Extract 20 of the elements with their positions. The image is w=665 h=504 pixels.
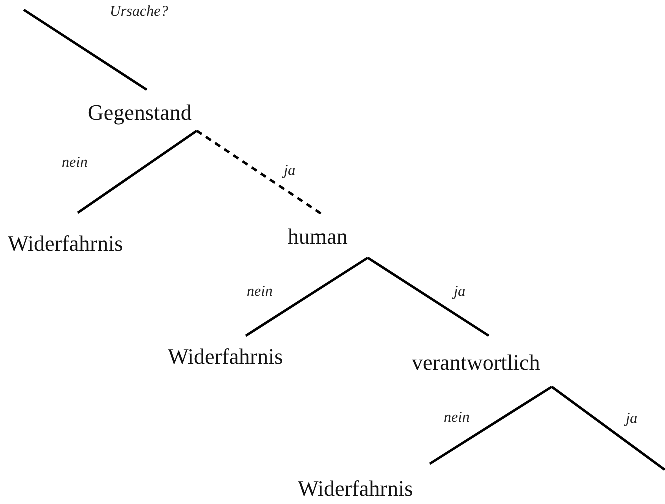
tree-branch — [551, 386, 665, 471]
edge-label: nein — [444, 411, 470, 426]
node-label: Widerfahrnis — [168, 346, 284, 368]
node-label: Widerfahrnis — [8, 233, 124, 255]
edge-label: Ursache? — [110, 5, 168, 20]
edge-label: nein — [62, 156, 88, 171]
tree-branch — [429, 386, 553, 466]
node-label: Widerfahrnis — [298, 478, 414, 500]
node-label: verantwortlich — [412, 352, 540, 374]
tree-branch — [245, 256, 369, 338]
tree-branch — [196, 130, 324, 216]
node-label: human — [288, 226, 348, 248]
node-label: Gegenstand — [88, 102, 192, 124]
tree-branch — [367, 256, 490, 338]
tree-branch — [23, 8, 148, 92]
tree-branch — [77, 130, 198, 214]
edge-label: nein — [247, 285, 273, 300]
edge-label: ja — [284, 164, 296, 179]
edge-label: ja — [626, 412, 638, 427]
edge-label: ja — [454, 285, 466, 300]
